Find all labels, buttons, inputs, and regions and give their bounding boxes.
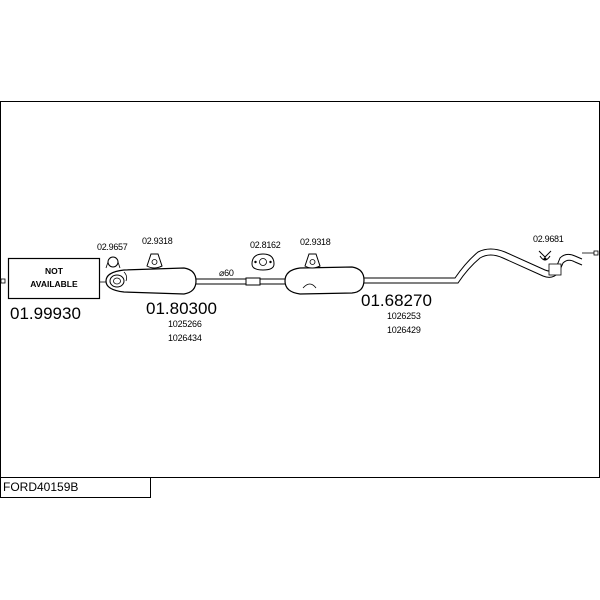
front-silencer-code[interactable]: 01.80300 (146, 299, 217, 318)
tail-pipe-end (548, 263, 562, 276)
front-silencer-inlet (109, 274, 125, 288)
front-pipe-not-available[interactable]: NOT AVAILABLE (7, 257, 101, 300)
title-box (0, 477, 151, 498)
front-silencer-ref-1: 1025266 (168, 319, 202, 329)
diagram-title: FORD40159B (3, 480, 79, 494)
rubber-hanger-icon (146, 253, 163, 269)
pipe-diameter-label: ⌀60 (219, 268, 234, 278)
rear-silencer-body (284, 266, 365, 295)
front-part-code[interactable]: 01.99930 (10, 304, 81, 323)
rear-silencer-ref-1: 1026253 (387, 311, 421, 321)
flange-gasket-icon (251, 253, 275, 271)
not-available-box (7, 257, 101, 300)
tail-pipe[interactable] (364, 248, 583, 279)
fitting-code-3: 02.8162 (250, 240, 281, 250)
fitting-hanger-front[interactable]: 02.9318 (142, 236, 173, 269)
mounting-bracket-icon (538, 250, 552, 261)
fitting-code-1: 02.9657 (97, 242, 128, 252)
fitting-code-4: 02.9318 (300, 237, 331, 247)
rubber-hanger-icon (304, 253, 321, 269)
clamp-ring-icon (105, 256, 121, 269)
front-silencer[interactable] (105, 267, 197, 295)
rear-end-marker (593, 250, 599, 256)
rear-silencer-detail (302, 283, 317, 289)
front-silencer-detail (123, 271, 128, 282)
not-available-line1: NOT (45, 266, 64, 276)
rear-silencer-code[interactable]: 01.68270 (361, 291, 432, 310)
fitting-code-2: 02.9318 (142, 236, 173, 246)
rear-silencer[interactable] (284, 266, 365, 295)
front-end-marker (0, 278, 6, 284)
not-available-line2: AVAILABLE (30, 279, 78, 289)
pipe-sleeve (245, 277, 261, 286)
fitting-bracket[interactable]: 02.9681 (533, 234, 564, 261)
rear-silencer-ref-2: 1026429 (387, 325, 421, 335)
fitting-gasket[interactable]: 02.8162 (250, 240, 281, 271)
front-silencer-inlet-inner (113, 277, 121, 285)
fitting-hanger-rear[interactable]: 02.9318 (300, 237, 331, 269)
front-silencer-ref-2: 1026434 (168, 333, 202, 343)
front-silencer-body (105, 267, 197, 295)
fitting-clamp[interactable]: 02.9657 (97, 242, 128, 269)
tail-pipe-lower-edge (364, 254, 583, 284)
intermediate-pipe[interactable] (196, 277, 288, 286)
fitting-code-5: 02.9681 (533, 234, 564, 244)
